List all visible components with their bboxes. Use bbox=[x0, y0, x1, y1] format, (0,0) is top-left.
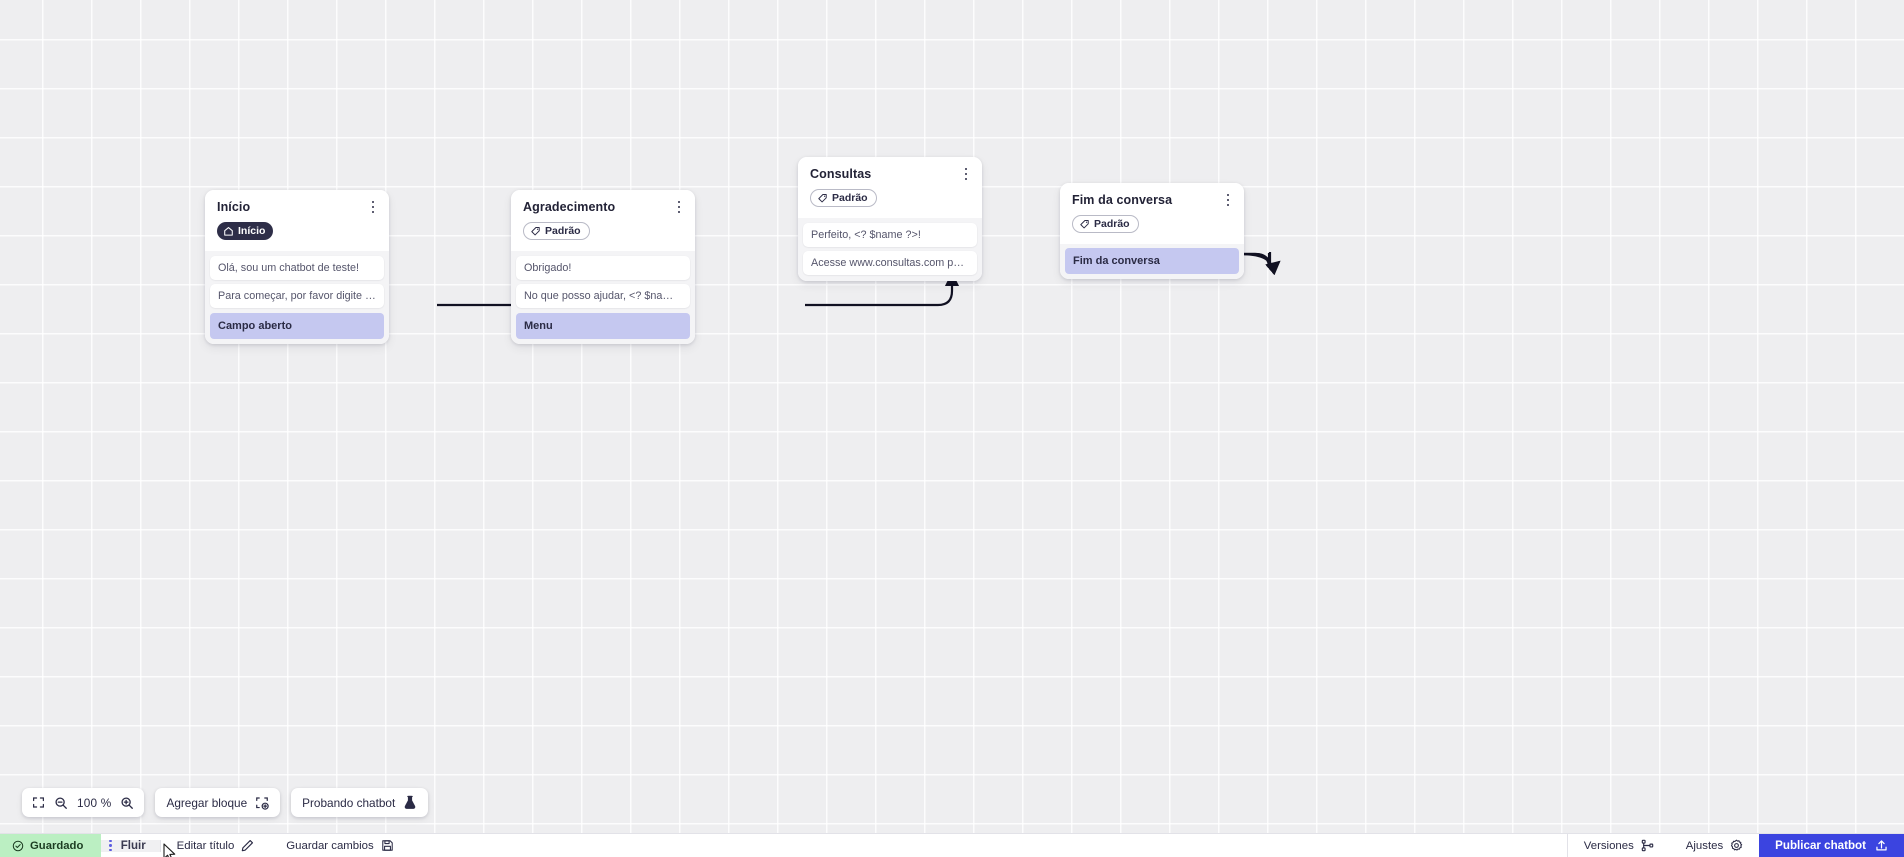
flow-node-inicio[interactable]: Início Início Olá, sou um chatbot de tes… bbox=[205, 190, 389, 344]
kebab-menu-icon[interactable] bbox=[958, 165, 974, 183]
add-block-icon bbox=[256, 796, 269, 810]
tab-fluir[interactable]: Fluir bbox=[101, 839, 161, 852]
pencil-icon bbox=[242, 839, 254, 852]
node-message[interactable]: Perfeito, <? $name ?>! bbox=[803, 222, 977, 247]
node-title: Fim da conversa bbox=[1072, 193, 1173, 207]
node-message[interactable]: Acesse www.consultas.com par... bbox=[803, 250, 977, 275]
node-message[interactable]: No que posso ajudar, <? $name ... bbox=[516, 283, 690, 308]
kebab-menu-icon[interactable] bbox=[1220, 191, 1236, 209]
edit-title-label: Editar título bbox=[176, 839, 235, 852]
edit-title-button[interactable]: Editar título bbox=[161, 839, 271, 852]
flask-icon bbox=[404, 795, 416, 809]
publish-chatbot-button[interactable]: Publicar chatbot bbox=[1759, 834, 1904, 857]
add-block-label: Agregar bloque bbox=[166, 795, 248, 810]
node-header: Fim da conversa Padrão bbox=[1060, 183, 1244, 244]
versions-label: Versiones bbox=[1583, 839, 1634, 852]
tab-fluir-label: Fluir bbox=[120, 839, 146, 852]
node-action[interactable]: Fim da conversa bbox=[1065, 247, 1239, 274]
node-title: Agradecimento bbox=[523, 200, 616, 214]
check-circle-icon bbox=[12, 840, 24, 851]
node-message[interactable]: Olá, sou um chatbot de teste! bbox=[210, 255, 384, 280]
flow-node-agradecimento[interactable]: Agradecimento Padrão Obrigado! No que po… bbox=[511, 190, 695, 344]
status-badge-padrao[interactable]: Padrão bbox=[1072, 215, 1139, 233]
kebab-menu-icon[interactable] bbox=[109, 839, 112, 852]
edge-consultas-fim-down bbox=[1239, 252, 1281, 276]
node-action[interactable]: Campo aberto bbox=[210, 312, 384, 339]
node-title: Consultas bbox=[810, 167, 872, 181]
node-message[interactable]: Obrigado! bbox=[516, 255, 690, 280]
status-bar-right: Versiones Ajustes Publicar chatbot bbox=[1566, 834, 1904, 857]
tag-icon bbox=[1080, 219, 1089, 228]
node-header: Início Início bbox=[205, 190, 389, 251]
node-message[interactable]: Para começar, por favor digite o ... bbox=[210, 283, 384, 308]
tag-icon bbox=[818, 193, 827, 202]
node-header: Consultas Padrão bbox=[798, 157, 982, 218]
node-action[interactable]: Menu bbox=[516, 312, 690, 339]
node-body: Obrigado! No que posso ajudar, <? $name … bbox=[511, 250, 695, 344]
saved-status-badge: Guardado bbox=[0, 834, 102, 857]
node-body: Fim da conversa bbox=[1060, 243, 1244, 279]
status-bar-left: Fluir Editar título Guardar cambios bbox=[101, 834, 409, 857]
canvas-toolbar: 100 % Agregar bloque Probando chatbot bbox=[22, 788, 429, 817]
kebab-menu-icon[interactable] bbox=[365, 198, 381, 216]
badge-label: Padrão bbox=[832, 191, 868, 204]
badge-label: Padrão bbox=[1094, 217, 1130, 230]
save-changes-label: Guardar cambios bbox=[286, 839, 374, 852]
status-bar: Guardado Fluir Editar título Guardar cam… bbox=[0, 833, 1904, 857]
kebab-menu-icon[interactable] bbox=[671, 198, 687, 216]
badge-label: Padrão bbox=[545, 224, 581, 237]
branch-icon bbox=[1641, 839, 1654, 852]
status-badge-inicio[interactable]: Início bbox=[217, 222, 274, 240]
publish-label: Publicar chatbot bbox=[1775, 839, 1866, 852]
zoom-level: 100 % bbox=[77, 795, 112, 810]
fit-screen-icon[interactable] bbox=[32, 796, 45, 809]
status-badge-padrao[interactable]: Padrão bbox=[523, 222, 590, 240]
test-chatbot-button[interactable]: Probando chatbot bbox=[291, 788, 429, 817]
add-block-button[interactable]: Agregar bloque bbox=[155, 788, 281, 817]
node-body: Perfeito, <? $name ?>! Acesse www.consul… bbox=[798, 217, 982, 281]
flow-node-consultas[interactable]: Consultas Padrão Perfeito, <? $name ?>! … bbox=[798, 157, 982, 281]
zoom-out-icon[interactable] bbox=[54, 796, 68, 810]
settings-button[interactable]: Ajustes bbox=[1670, 834, 1759, 857]
tag-icon bbox=[531, 226, 540, 235]
test-chatbot-label: Probando chatbot bbox=[302, 795, 396, 810]
flow-node-fim-da-conversa[interactable]: Fim da conversa Padrão Fim da conversa bbox=[1060, 183, 1244, 279]
saved-label: Guardado bbox=[30, 839, 84, 852]
versions-button[interactable]: Versiones bbox=[1568, 834, 1670, 857]
zoom-controls: 100 % bbox=[22, 788, 145, 817]
status-badge-padrao[interactable]: Padrão bbox=[810, 189, 877, 207]
settings-label: Ajustes bbox=[1685, 839, 1724, 852]
badge-label: Início bbox=[238, 224, 266, 237]
gear-icon bbox=[1731, 839, 1743, 851]
node-header: Agradecimento Padrão bbox=[511, 190, 695, 251]
node-title: Início bbox=[217, 200, 251, 214]
save-disk-icon bbox=[381, 840, 393, 851]
home-icon bbox=[224, 226, 233, 236]
upload-icon bbox=[1876, 840, 1887, 851]
node-body: Olá, sou um chatbot de teste! Para começ… bbox=[205, 250, 389, 344]
zoom-in-icon[interactable] bbox=[120, 796, 134, 810]
save-changes-button[interactable]: Guardar cambios bbox=[270, 839, 409, 852]
